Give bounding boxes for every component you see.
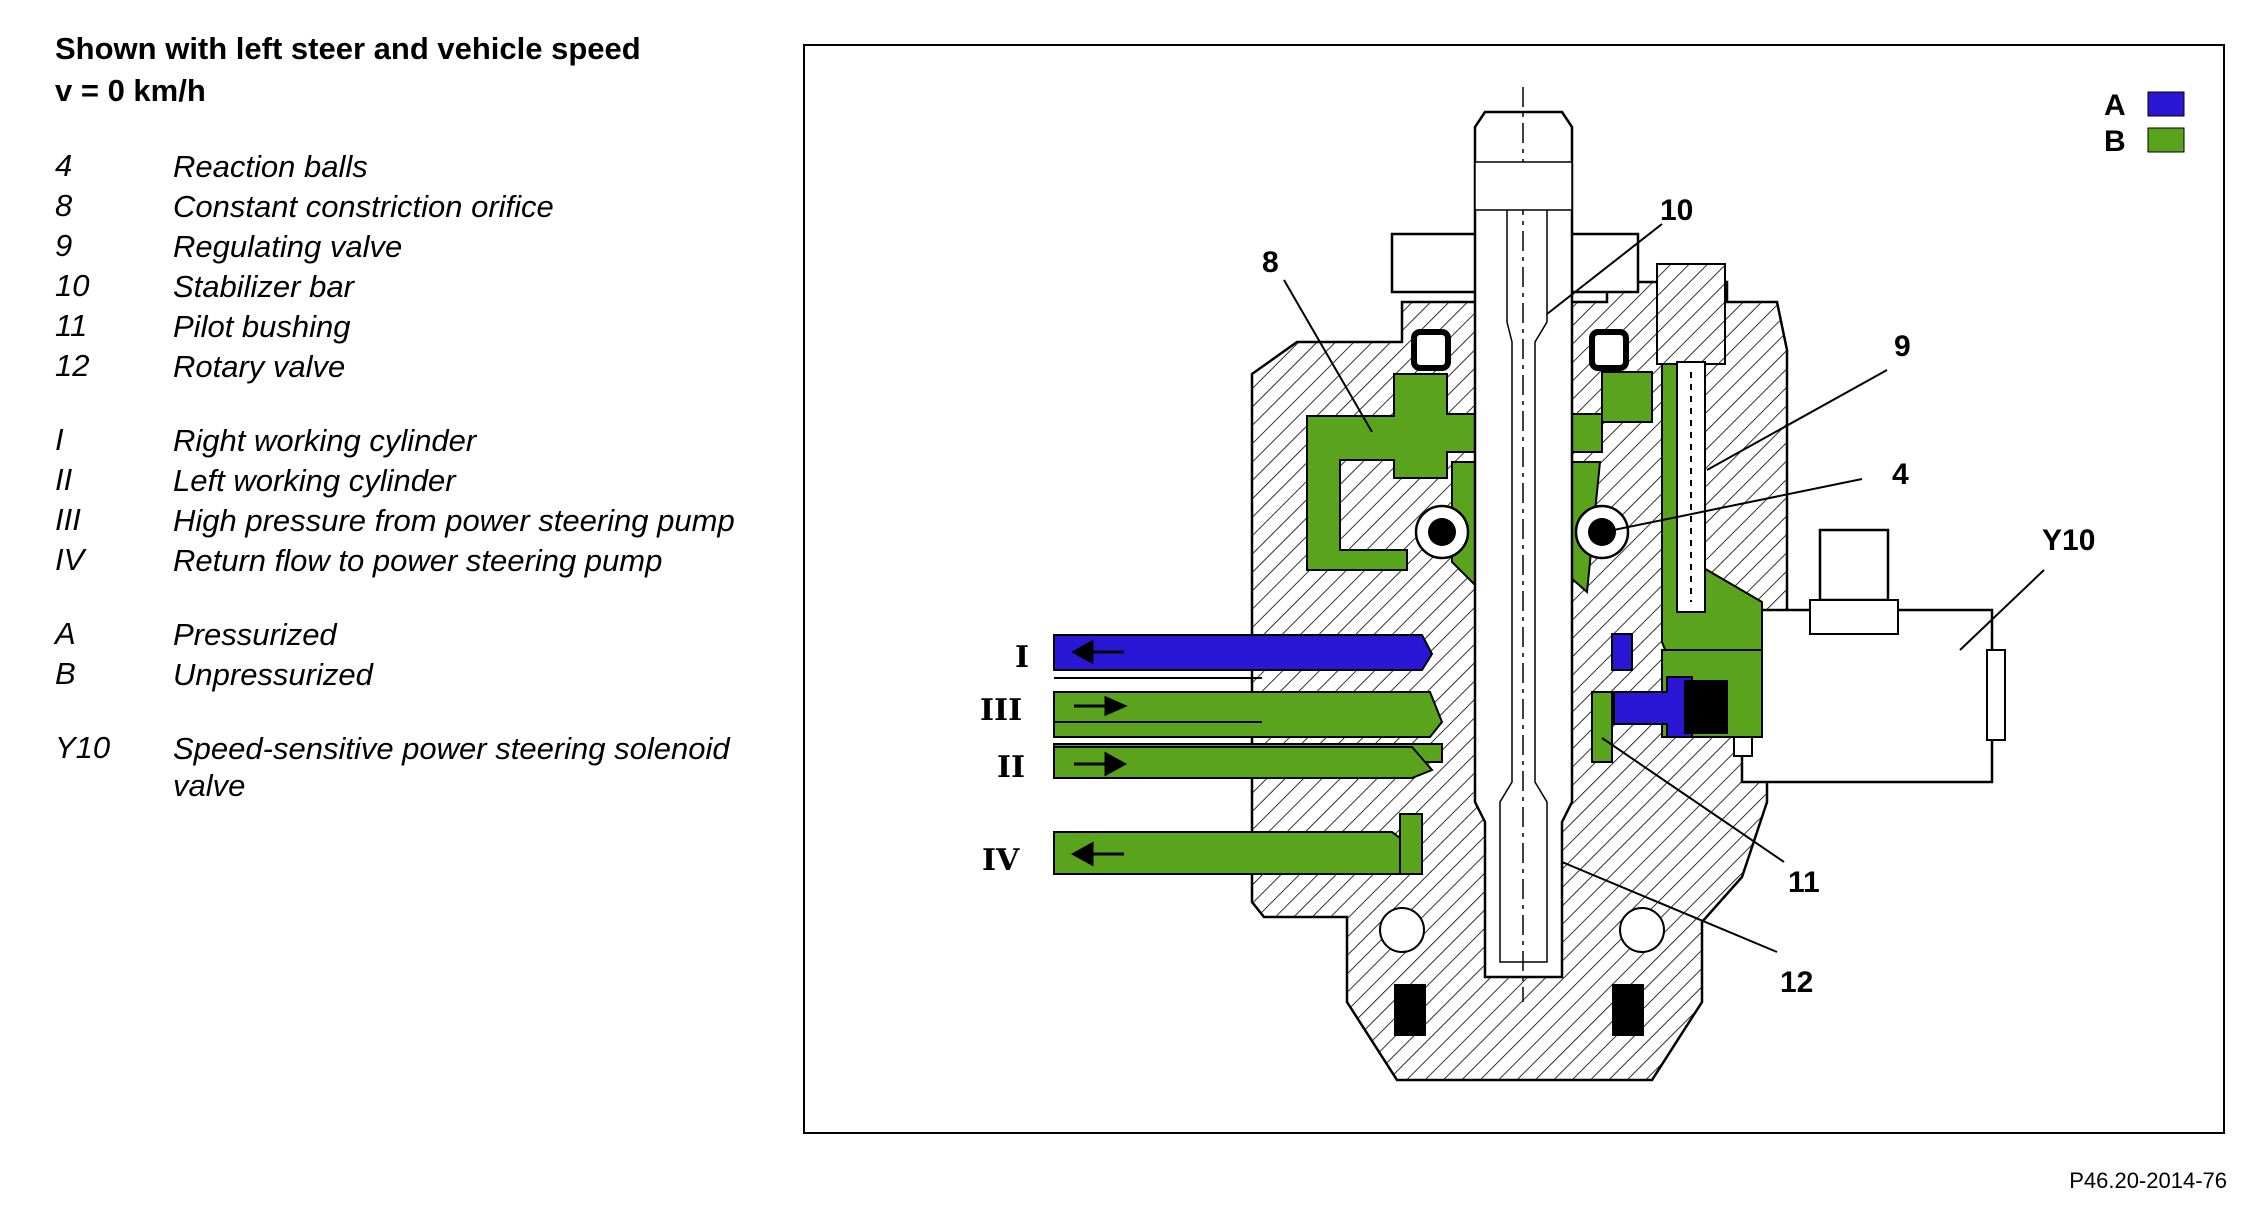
legend-description: Pressurized bbox=[173, 617, 337, 652]
solenoid-body bbox=[1740, 608, 1994, 784]
legend-description: Reaction balls bbox=[173, 149, 368, 184]
callout-10: 10 bbox=[1660, 194, 1693, 227]
legend-description: Speed-sensitive power steering solenoid … bbox=[173, 731, 730, 803]
legend-code: II bbox=[55, 462, 73, 497]
legend-description: Left working cylinder bbox=[173, 463, 456, 498]
pressurized-passages bbox=[1053, 633, 1693, 738]
port-label-ii: II bbox=[997, 750, 1025, 785]
valve-diagram-frame: A B 10 8 9 4 Y10 11 12 I III II IV bbox=[803, 44, 2225, 1134]
legend-code: 11 bbox=[55, 308, 88, 343]
callout-8: 8 bbox=[1262, 246, 1279, 279]
callout-9: 9 bbox=[1894, 330, 1911, 363]
legend-code: A bbox=[55, 616, 76, 651]
key-label-b: B bbox=[2104, 125, 2126, 158]
legend-row: 4 Reaction balls bbox=[55, 146, 755, 186]
legend-code: IV bbox=[55, 542, 85, 577]
legend-description: Pilot bushing bbox=[173, 309, 351, 344]
legend-row: IV Return flow to power steering pump bbox=[55, 540, 755, 580]
legend-group: 4 Reaction balls 8 Constant constriction or… bbox=[55, 146, 755, 386]
port-label-i: I bbox=[1015, 640, 1029, 675]
callout-4: 4 bbox=[1892, 458, 1909, 491]
figure-id: P46.20-2014-76 bbox=[2069, 1168, 2227, 1193]
legend-code: Y10 bbox=[55, 730, 111, 765]
legend-code: III bbox=[55, 502, 81, 537]
heading-line-1: Shown with left steer and vehicle speed bbox=[55, 31, 641, 66]
legend-row: II Left working cylinder bbox=[55, 460, 755, 500]
key-swatch-b bbox=[2147, 127, 2185, 153]
legend-code: 8 bbox=[55, 188, 73, 223]
legend-row: 11 Pilot bushing bbox=[55, 306, 755, 346]
legend-row: Y10 Speed-sensitive power steering soleno… bbox=[55, 728, 755, 804]
legend-description: Right working cylinder bbox=[173, 423, 477, 458]
legend-description: High pressure from power steering pump bbox=[173, 503, 735, 538]
legend-description: Regulating valve bbox=[173, 229, 403, 264]
legend-row: I Right working cylinder bbox=[55, 420, 755, 460]
legend-row: 9 Regulating valve bbox=[55, 226, 755, 266]
solenoid-connector bbox=[1818, 528, 1890, 602]
leader-lines bbox=[1283, 223, 2045, 953]
heading-line-2: v = 0 km/h bbox=[55, 73, 206, 108]
port-lines bbox=[1054, 677, 1262, 723]
legend-code: 10 bbox=[55, 268, 90, 303]
key-swatch-a bbox=[2147, 91, 2185, 117]
port-arrows bbox=[1070, 639, 1128, 867]
key-label-a: A bbox=[2104, 89, 2126, 122]
legend-row: 10 Stabilizer bar bbox=[55, 266, 755, 306]
regulating-valve-column bbox=[1656, 263, 1726, 613]
legend-row: B Unpressurized bbox=[55, 654, 755, 694]
callout-y10: Y10 bbox=[2042, 524, 2095, 557]
legend-code: I bbox=[55, 422, 64, 457]
legend-description: Constant constriction orifice bbox=[173, 189, 554, 224]
legend-row: 8 Constant constriction orifice bbox=[55, 186, 755, 226]
legend-description: Stabilizer bar bbox=[173, 269, 354, 304]
reaction-balls bbox=[1379, 329, 1728, 1036]
legend-code: B bbox=[55, 656, 76, 691]
legend-row: 12 Rotary valve bbox=[55, 346, 755, 386]
legend-code: 9 bbox=[55, 228, 73, 263]
legend-description: Unpressurized bbox=[173, 657, 373, 692]
legend-panel: Shown with left steer and vehicle speed … bbox=[55, 28, 755, 804]
callout-11: 11 bbox=[1788, 866, 1820, 899]
legend-list: 4 Reaction balls 8 Constant constriction or… bbox=[55, 146, 755, 804]
port-label-iii: III bbox=[980, 693, 1022, 728]
legend-description: Rotary valve bbox=[173, 349, 346, 384]
valve-shaft bbox=[1473, 87, 1574, 1002]
legend-row: III High pressure from power steering pum… bbox=[55, 500, 755, 540]
callout-12: 12 bbox=[1780, 966, 1813, 999]
heading: Shown with left steer and vehicle speed … bbox=[55, 28, 755, 112]
legend-row: A Pressurized bbox=[55, 614, 755, 654]
legend-code: 12 bbox=[55, 348, 90, 383]
legend-code: 4 bbox=[55, 148, 73, 183]
rotary-valve-cross-section: A B 10 8 9 4 Y10 11 12 I III II IV bbox=[980, 87, 2185, 1082]
legend-group: Y10 Speed-sensitive power steering soleno… bbox=[55, 728, 755, 804]
port-label-iv: IV bbox=[982, 843, 1020, 878]
legend-description: Return flow to power steering pump bbox=[173, 543, 663, 578]
